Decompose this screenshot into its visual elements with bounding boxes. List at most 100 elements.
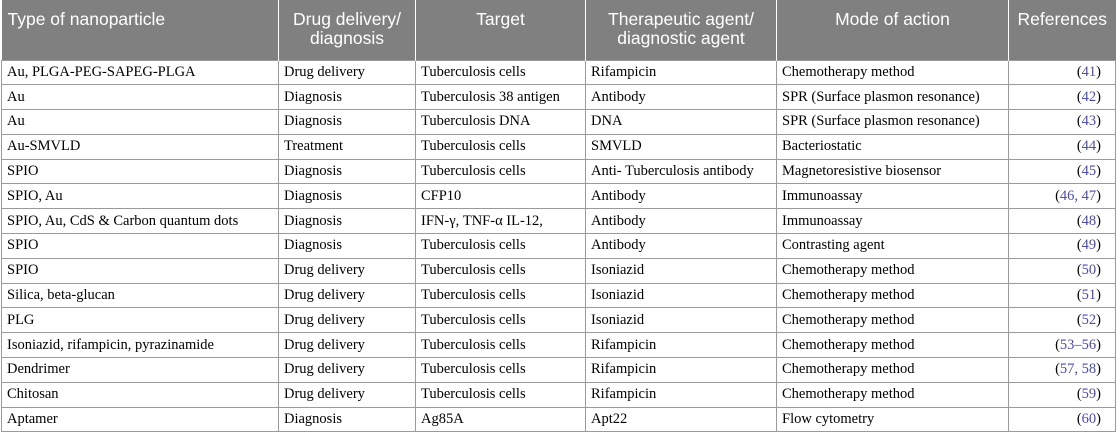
cell-references: (51) xyxy=(1008,282,1116,309)
ref-open-paren: ( xyxy=(1076,386,1082,403)
cell-agent: DNA xyxy=(585,109,777,135)
cell-mode-of-action: Magnetoresistive biosensor xyxy=(776,158,1009,185)
ref-open-paren: ( xyxy=(1076,311,1082,328)
reference-link[interactable]: 45 xyxy=(1081,163,1097,180)
cell-use: Diagnosis xyxy=(278,208,416,235)
ref-open-paren: ( xyxy=(1076,113,1082,130)
cell-target: Tuberculosis cells xyxy=(415,133,586,160)
reference-link[interactable]: 60 xyxy=(1081,411,1097,428)
reference-link[interactable]: 48 xyxy=(1081,212,1097,229)
ref-close-paren: ) xyxy=(1096,262,1101,279)
ref-close-paren: ) xyxy=(1096,411,1101,428)
cell-nanoparticle-type: SPIO xyxy=(1,257,279,284)
cell-nanoparticle-type: Chitosan xyxy=(1,381,279,408)
cell-agent: Antibody xyxy=(585,233,777,259)
cell-target: Tuberculosis cells xyxy=(415,357,586,383)
reference-link[interactable]: 44 xyxy=(1081,138,1097,155)
header-refs: References xyxy=(1008,0,1116,60)
cell-mode-of-action: Contrasting agent xyxy=(776,233,1009,259)
cell-mode-of-action: Chemotherapy method xyxy=(776,381,1009,408)
cell-agent: Isoniazid xyxy=(585,307,777,334)
reference-link[interactable]: 51 xyxy=(1081,287,1097,304)
cell-target: CFP10 xyxy=(415,183,586,210)
ref-close-paren: ) xyxy=(1096,287,1101,304)
ref-open-paren: ( xyxy=(1076,237,1082,254)
header-type: Type of nanoparticle xyxy=(1,0,279,60)
reference-link[interactable]: 41 xyxy=(1081,63,1097,80)
cell-references: (43) xyxy=(1008,109,1116,135)
cell-use: Drug delivery xyxy=(278,357,416,383)
header-mode-label: Mode of action xyxy=(835,9,950,29)
ref-close-paren: ) xyxy=(1096,212,1101,229)
cell-references: (50) xyxy=(1008,257,1116,284)
reference-link[interactable]: 43 xyxy=(1081,113,1097,130)
cell-mode-of-action: SPR (Surface plasmon resonance) xyxy=(776,109,1009,135)
cell-nanoparticle-type: Isoniazid, rifampicin, pyrazinamide xyxy=(1,332,279,359)
ref-close-paren: ) xyxy=(1096,237,1101,254)
header-target: Target xyxy=(415,0,586,60)
ref-close-paren: ) xyxy=(1096,138,1101,155)
cell-nanoparticle-type: Au xyxy=(1,109,279,135)
header-use: Drug delivery/ diagnosis xyxy=(278,0,416,60)
ref-close-paren: ) xyxy=(1096,63,1101,80)
reference-link[interactable]: 57, 58 xyxy=(1059,361,1097,378)
cell-agent: Rifampicin xyxy=(585,59,777,86)
cell-nanoparticle-type: PLG xyxy=(1,307,279,334)
cell-agent: Anti- Tuberculosis antibody xyxy=(585,158,777,185)
cell-target: Tuberculosis cells xyxy=(415,158,586,185)
reference-link[interactable]: 49 xyxy=(1081,237,1097,254)
ref-open-paren: ( xyxy=(1055,336,1060,353)
cell-use: Diagnosis xyxy=(278,84,416,111)
ref-open-paren: ( xyxy=(1076,212,1082,229)
ref-close-paren: ) xyxy=(1096,163,1101,180)
cell-nanoparticle-type: SPIO xyxy=(1,233,279,259)
header-use-label: Drug delivery/ diagnosis xyxy=(293,9,401,48)
reference-link[interactable]: 42 xyxy=(1081,88,1097,105)
cell-mode-of-action: SPR (Surface plasmon resonance) xyxy=(776,84,1009,111)
ref-open-paren: ( xyxy=(1055,361,1060,378)
cell-references: (45) xyxy=(1008,158,1116,185)
cell-nanoparticle-type: Aptamer xyxy=(1,406,279,433)
cell-use: Diagnosis xyxy=(278,183,416,210)
cell-use: Diagnosis xyxy=(278,406,416,433)
cell-references: (44) xyxy=(1008,133,1116,160)
cell-mode-of-action: Bacteriostatic xyxy=(776,133,1009,160)
cell-nanoparticle-type: Dendrimer xyxy=(1,357,279,383)
cell-target: Ag85A xyxy=(415,406,586,433)
ref-open-paren: ( xyxy=(1076,287,1082,304)
cell-mode-of-action: Immunoassay xyxy=(776,208,1009,235)
cell-agent: SMVLD xyxy=(585,133,777,160)
cell-use: Drug delivery xyxy=(278,381,416,408)
cell-references: (60) xyxy=(1008,406,1116,433)
ref-open-paren: ( xyxy=(1076,63,1082,80)
cell-target: IFN-γ, TNF-α IL-12, xyxy=(415,208,586,235)
cell-mode-of-action: Chemotherapy method xyxy=(776,307,1009,334)
reference-link[interactable]: 53–56 xyxy=(1059,336,1097,353)
cell-agent: Antibody xyxy=(585,183,777,210)
cell-use: Diagnosis xyxy=(278,158,416,185)
cell-target: Tuberculosis cells xyxy=(415,282,586,309)
ref-open-paren: ( xyxy=(1076,88,1082,105)
ref-close-paren: ) xyxy=(1096,113,1101,130)
header-mode: Mode of action xyxy=(776,0,1009,60)
cell-target: Tuberculosis cells xyxy=(415,233,586,259)
ref-close-paren: ) xyxy=(1096,361,1101,378)
reference-link[interactable]: 52 xyxy=(1081,311,1097,328)
reference-link[interactable]: 46, 47 xyxy=(1059,187,1097,204)
cell-mode-of-action: Chemotherapy method xyxy=(776,59,1009,86)
cell-mode-of-action: Chemotherapy method xyxy=(776,357,1009,383)
reference-link[interactable]: 59 xyxy=(1081,386,1097,403)
cell-references: (59) xyxy=(1008,381,1116,408)
ref-open-paren: ( xyxy=(1076,163,1082,180)
reference-link[interactable]: 50 xyxy=(1081,262,1097,279)
cell-use: Drug delivery xyxy=(278,282,416,309)
cell-nanoparticle-type: SPIO xyxy=(1,158,279,185)
